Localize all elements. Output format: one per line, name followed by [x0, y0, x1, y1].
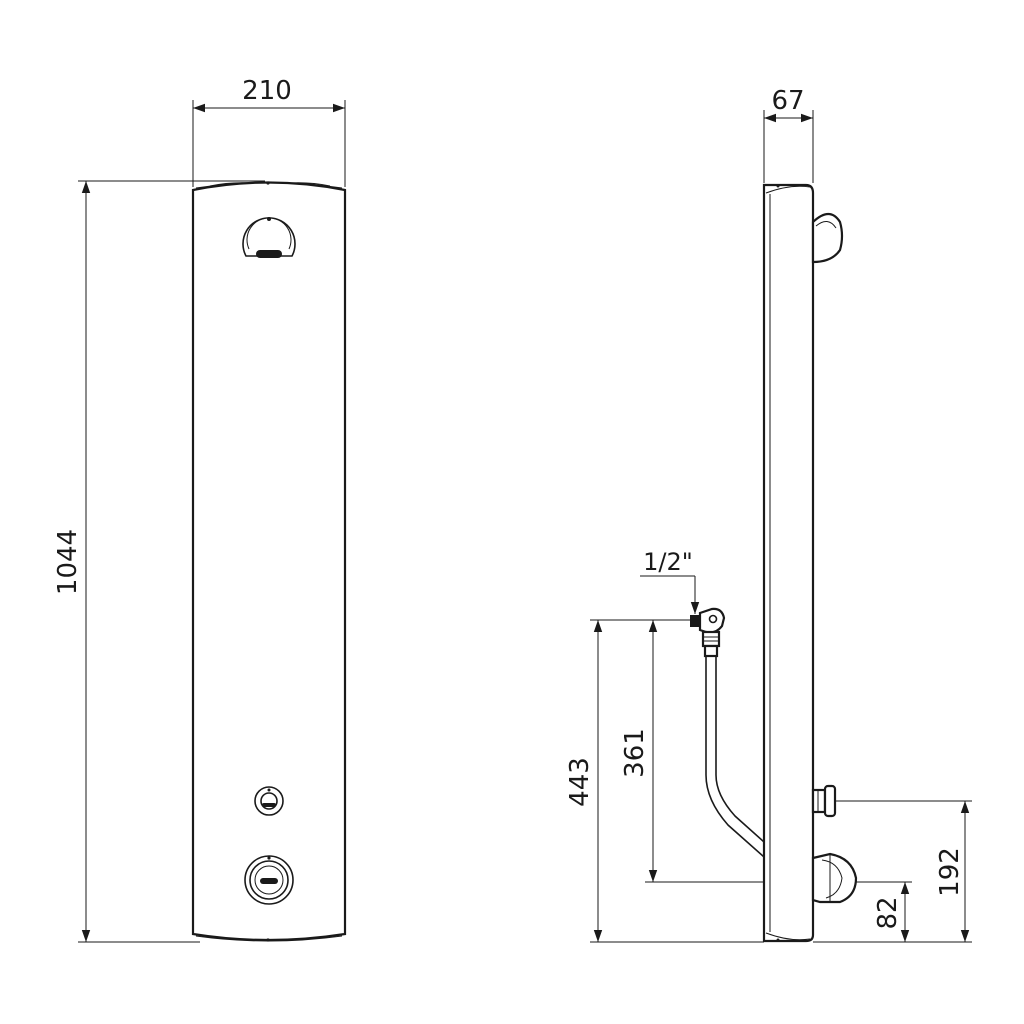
front-top-cap-slot-right [289, 182, 331, 187]
lower-outlet-label: 192 [935, 847, 965, 897]
dimension-lower-outlet: 192 [813, 800, 972, 943]
shower-head [242, 217, 296, 258]
temperature-knob [244, 855, 294, 905]
flow-button [254, 786, 284, 816]
side-panel-outline [762, 183, 815, 943]
thread-annotation: 1/2" [640, 548, 700, 614]
side-knob [811, 852, 858, 904]
lower-body-label: 82 [873, 896, 903, 929]
front-bottom-slot-right [289, 935, 331, 941]
dimension-inlet-height: 443 [565, 619, 764, 943]
front-width-label: 210 [242, 76, 292, 106]
side-bottom-cap [765, 932, 811, 941]
front-bottom-screw [266, 938, 270, 942]
front-bottom-slot-left [209, 935, 251, 941]
front-height-label: 1044 [53, 529, 83, 595]
side-outlet-fitting [811, 784, 837, 818]
dimension-side-depth: 67 [763, 86, 814, 183]
inlet-fitting [690, 607, 726, 658]
hose-drop-label: 361 [620, 728, 650, 778]
dimension-front-height: 1044 [53, 180, 265, 943]
inlet-height-label: 443 [565, 757, 595, 807]
dimension-hose-drop: 361 [620, 620, 764, 883]
dimension-lower-body: 82 [856, 881, 912, 942]
side-depth-label: 67 [771, 86, 804, 116]
thread-size-label: 1/2" [643, 548, 693, 576]
front-view [191, 181, 347, 942]
front-panel-outline [191, 181, 347, 942]
front-top-screw [266, 181, 270, 185]
flex-hose [705, 656, 765, 858]
front-top-cap-slot-left [209, 182, 251, 187]
side-view [690, 183, 858, 943]
side-top-cap [765, 185, 811, 194]
dimension-front-width: 210 [192, 76, 346, 187]
